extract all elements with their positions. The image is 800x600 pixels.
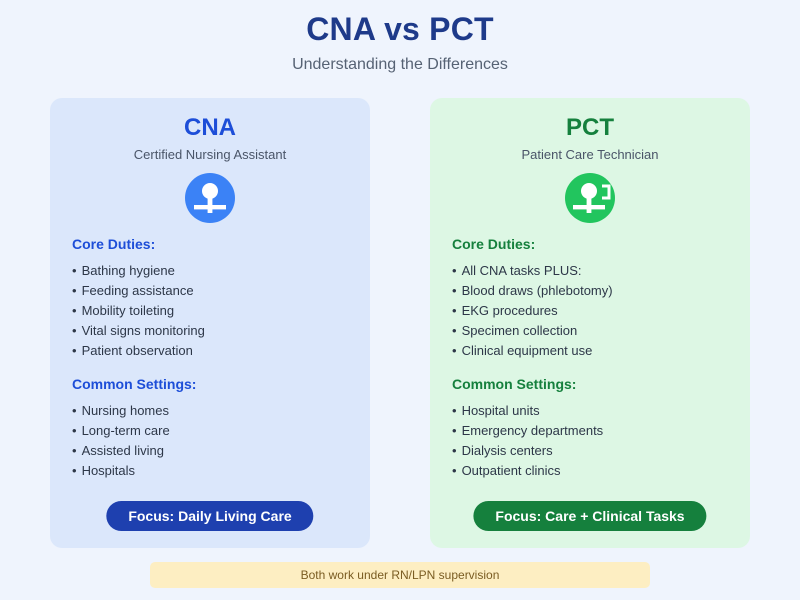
bullet-icon: •: [452, 283, 457, 298]
list-item-label: Outpatient clinics: [461, 463, 561, 478]
list-item: • Long-term care: [72, 421, 352, 441]
page-title: CNA vs PCT: [306, 11, 494, 47]
bullet-icon: •: [72, 403, 77, 418]
panel-subtitle-cna: Certified Nursing Assistant: [133, 147, 287, 162]
list-item: • Bathing hygiene: [72, 261, 352, 281]
section-heading-common-settings-pct: Common Settings:: [452, 376, 577, 392]
section-core-duties-pct: Core Duties: • All CNA tasks PLUS: • Blood…: [452, 236, 732, 361]
list-item: • Mobility toileting: [72, 301, 352, 321]
panel-pct: PCT Patient Care Technician Core Duties:…: [430, 98, 750, 548]
common-settings-list-cna: • Nursing homes • Long-term care • Assisted…: [72, 401, 352, 481]
section-heading-core-duties-pct: Core Duties:: [452, 236, 536, 252]
focus-badge-pct[interactable]: Focus: Care + Clinical Tasks: [473, 501, 707, 531]
supervision-note-banner: Both work under RN/LPN supervision: [150, 562, 650, 588]
list-item-label: Emergency departments: [461, 423, 604, 438]
list-item-label: Dialysis centers: [461, 443, 553, 458]
list-item-label: Specimen collection: [461, 323, 578, 338]
section-heading-core-duties-cna: Core Duties:: [72, 236, 156, 252]
bullet-icon: •: [452, 323, 457, 338]
list-item-label: Hospital units: [461, 403, 540, 418]
list-item: • Specimen collection: [452, 321, 732, 341]
bullet-icon: •: [72, 283, 77, 298]
bullet-icon: •: [72, 323, 77, 338]
list-item-label: Clinical equipment use: [461, 343, 593, 358]
panel-title-cna: CNA: [184, 114, 236, 141]
list-item-label: Assisted living: [81, 443, 164, 458]
list-item-label: Vital signs monitoring: [81, 323, 205, 338]
list-item: • Hospital units: [452, 401, 732, 421]
nurse-figure-icon: [184, 172, 236, 224]
bullet-icon: •: [72, 263, 77, 278]
list-item: • Nursing homes: [72, 401, 352, 421]
panel-cna: CNA Certified Nursing Assistant Core Dut…: [50, 98, 370, 548]
list-item-label: Bathing hygiene: [81, 263, 175, 278]
bullet-icon: •: [72, 423, 77, 438]
list-item: • Clinical equipment use: [452, 341, 732, 361]
list-item: • EKG procedures: [452, 301, 732, 321]
section-common-settings-cna: Common Settings: • Nursing homes • Long-te…: [72, 376, 352, 481]
bullet-icon: •: [452, 463, 457, 478]
section-common-settings-pct: Common Settings: • Hospital units • Emerge…: [452, 376, 732, 481]
bullet-icon: •: [72, 303, 77, 318]
list-item-label: Nursing homes: [81, 403, 169, 418]
list-item: • Vital signs monitoring: [72, 321, 352, 341]
panel-subtitle-pct: Patient Care Technician: [521, 147, 659, 162]
list-item: • Blood draws (phlebotomy): [452, 281, 732, 301]
list-item: • Emergency departments: [452, 421, 732, 441]
list-item-label: Long-term care: [81, 423, 170, 438]
focus-badge-cna[interactable]: Focus: Daily Living Care: [106, 501, 314, 531]
section-heading-common-settings-cna: Common Settings:: [72, 376, 197, 392]
list-item: • Dialysis centers: [452, 441, 732, 461]
list-item-label: Mobility toileting: [81, 303, 175, 318]
list-item: • Patient observation: [72, 341, 352, 361]
bullet-icon: •: [452, 263, 457, 278]
bullet-icon: •: [452, 303, 457, 318]
list-item: • Outpatient clinics: [452, 461, 732, 481]
list-item: • All CNA tasks PLUS:: [452, 261, 732, 281]
bullet-icon: •: [452, 423, 457, 438]
list-item-label: Hospitals: [81, 463, 136, 478]
bullet-icon: •: [72, 343, 77, 358]
bullet-icon: •: [72, 443, 77, 458]
section-core-duties-cna: Core Duties: • Bathing hygiene • Feeding a…: [72, 236, 352, 361]
page-subtitle: Understanding the Differences: [292, 56, 508, 73]
bullet-icon: •: [452, 343, 457, 358]
core-duties-list-pct: • All CNA tasks PLUS: • Blood draws (phleb…: [452, 261, 732, 361]
list-item: • Hospitals: [72, 461, 352, 481]
list-item-label: All CNA tasks PLUS:: [461, 263, 582, 278]
bullet-icon: •: [72, 463, 77, 478]
bullet-icon: •: [452, 443, 457, 458]
common-settings-list-pct: • Hospital units • Emergency departments •…: [452, 401, 732, 481]
list-item-label: Patient observation: [81, 343, 193, 358]
list-item: • Feeding assistance: [72, 281, 352, 301]
list-item-label: Feeding assistance: [81, 283, 194, 298]
panel-title-pct: PCT: [566, 114, 614, 141]
core-duties-list-cna: • Bathing hygiene • Feeding assistance • Mo…: [72, 261, 352, 361]
bullet-icon: •: [452, 403, 457, 418]
list-item-label: Blood draws (phlebotomy): [461, 283, 613, 298]
technician-figure-clipboard-icon: [564, 172, 616, 224]
list-item-label: EKG procedures: [461, 303, 558, 318]
list-item: • Assisted living: [72, 441, 352, 461]
